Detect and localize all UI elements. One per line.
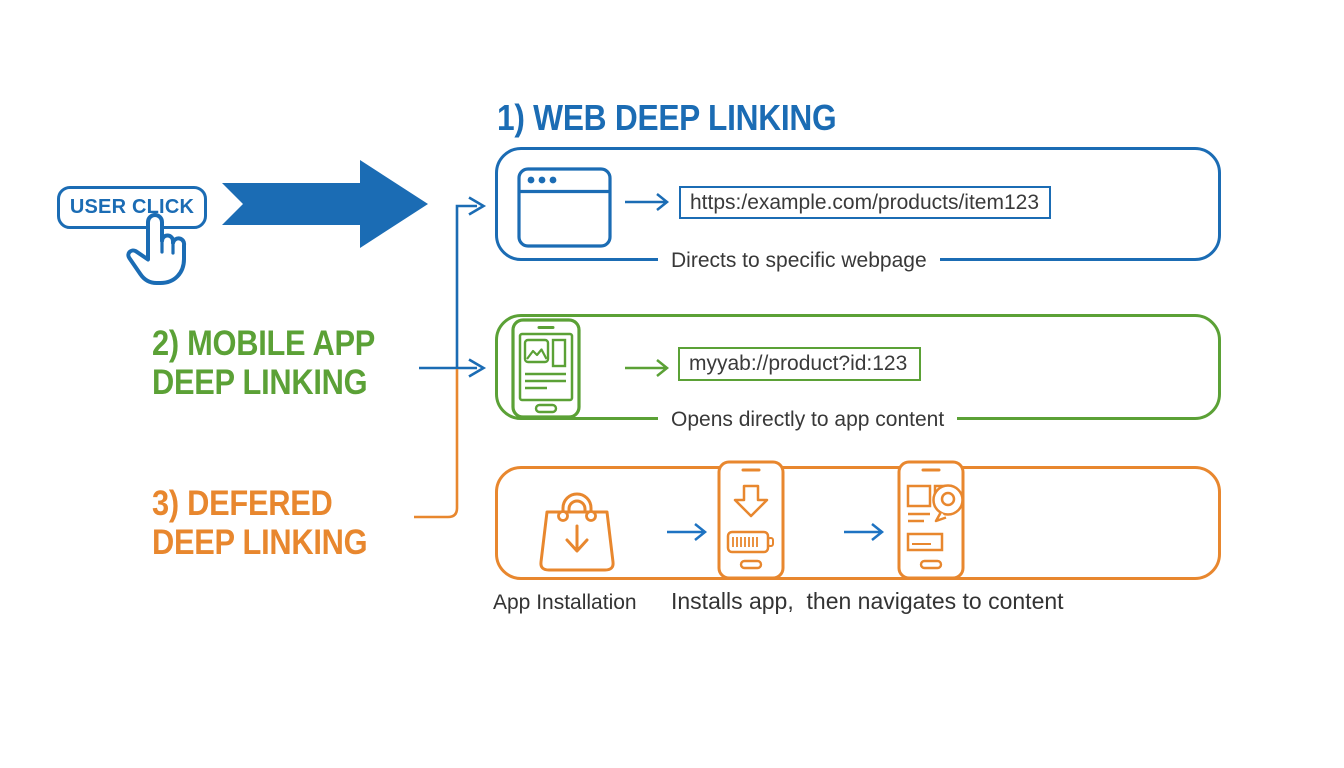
app-caption: Opens directly to app content [658,408,958,432]
right-arrow-icon [667,523,708,541]
phone-content-location-icon [897,460,965,580]
smartphone-app-screen-icon [511,318,581,419]
web-deep-linking-title: 1) WEB DEEP LINKING [497,97,837,138]
app-installation-caption: App Installation [493,591,637,614]
web-deep-linking-box: https:/example.com/products/item123 Dire… [495,147,1221,273]
user-click-label: USER CLICK [69,196,195,218]
browser-window-icon [517,167,612,248]
web-url-field: https:/example.com/products/item123 [679,186,1051,219]
big-right-arrow-icon [222,160,428,248]
install-flow-caption: Installs app, then navigates to content [671,588,1064,614]
mobile-app-deep-linking-title: 2) MOBILE APP DEEP LINKING [152,324,375,402]
deferred-deep-linking-box [495,460,1221,580]
title-line-2: DEEP LINKING [152,523,368,562]
right-arrow-icon [625,359,670,377]
phone-install-progress-icon [717,460,785,580]
deferred-deep-linking-title: 3) DEFERED DEEP LINKING [152,484,368,562]
title-line-2: DEEP LINKING [152,363,368,402]
shopping-bag-download-icon [539,492,615,572]
right-arrow-icon [844,523,885,541]
mobile-app-deep-linking-box: myyab://product?id:123 Opens directly to… [495,314,1221,432]
web-url-text: https:/example.com/products/item123 [690,190,1040,214]
app-url-text: myyab://product?id:123 [689,352,908,375]
hand-cursor-icon [126,213,187,285]
title-line-1: 2) MOBILE APP [152,324,376,363]
app-url-field: myyab://product?id:123 [678,347,921,381]
web-caption: Directs to specific webpage [658,249,940,273]
user-click-button[interactable]: USER CLICK [57,186,207,229]
title-line-1: 3) DEFERED [152,484,333,523]
right-arrow-icon [625,193,670,211]
